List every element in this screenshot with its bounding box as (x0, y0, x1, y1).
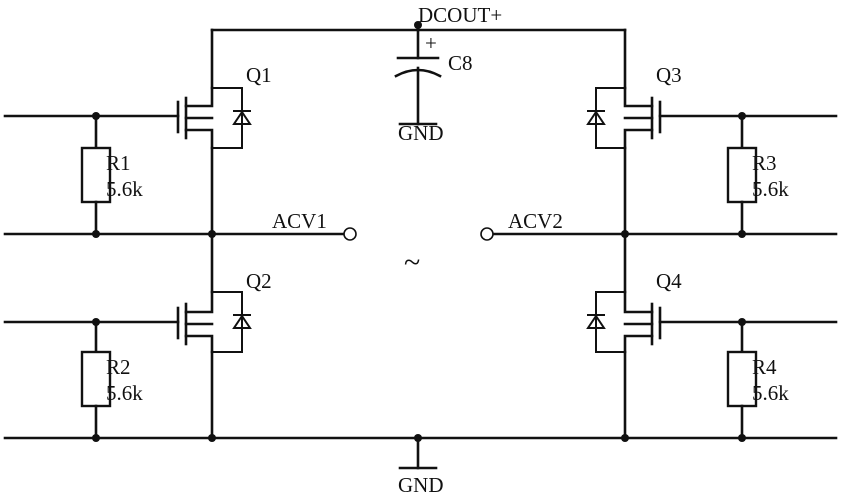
transistor-q3 (586, 86, 838, 150)
resistor-r4-value: 5.6k (752, 381, 789, 405)
capacitor-plus-sign: + (425, 31, 437, 55)
transistor-q4-label: Q4 (656, 269, 682, 293)
acv1-label: ACV1 (272, 209, 327, 233)
gnd-top-label: GND (398, 121, 444, 145)
transistor-q1-label: Q1 (246, 63, 272, 87)
resistor-r2 (80, 318, 112, 442)
left-leg (3, 86, 357, 442)
resistor-r2-name: R2 (106, 355, 131, 379)
resistor-r1 (80, 112, 112, 238)
resistor-r2-value: 5.6k (106, 381, 143, 405)
resistor-r1-name: R1 (106, 151, 131, 175)
gnd-rail (3, 434, 838, 470)
acv2-label: ACV2 (508, 209, 563, 233)
dcout-label: DCOUT+ (418, 3, 502, 27)
transistor-q3-label: Q3 (656, 63, 682, 87)
ac-tilde-symbol: ~ (404, 246, 420, 279)
gnd-bottom-label: GND (398, 473, 444, 497)
transistor-q2-label: Q2 (246, 269, 272, 293)
capacitor-c8 (394, 28, 442, 126)
capacitor-c8-label: C8 (448, 51, 473, 75)
resistor-r3-value: 5.6k (752, 177, 789, 201)
resistor-r1-value: 5.6k (106, 177, 143, 201)
transistor-q1 (3, 86, 252, 150)
transistor-q2 (3, 230, 252, 354)
resistor-r3-name: R3 (752, 151, 777, 175)
transistor-q4 (586, 230, 838, 354)
resistor-r3 (726, 112, 758, 238)
resistor-r4 (726, 318, 758, 442)
resistor-r4-name: R4 (752, 355, 777, 379)
right-leg (480, 86, 838, 442)
